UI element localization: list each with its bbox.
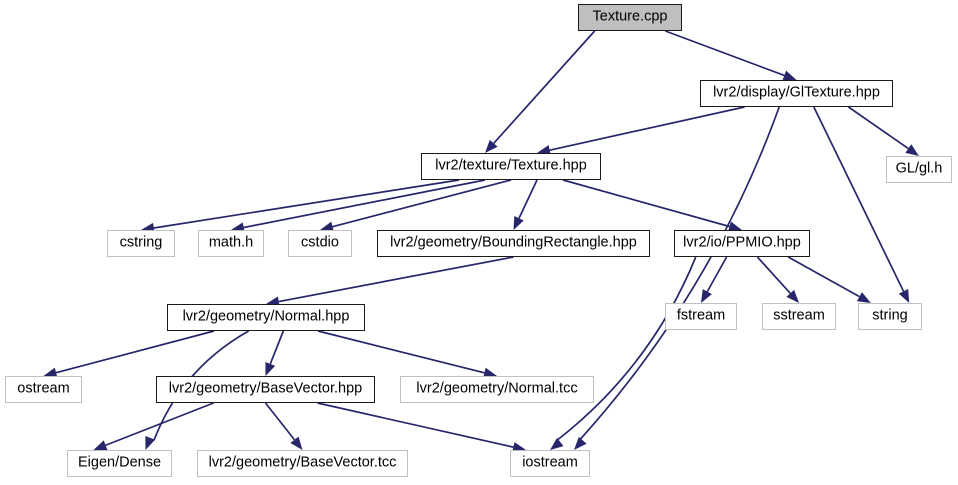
graph-node-normal-hpp[interactable]: lvr2/geometry/Normal.hpp — [167, 304, 365, 331]
graph-node-label: lvr2/io/PPMIO.hpp — [683, 234, 801, 251]
graph-node-gl-gl-h[interactable]: GL/gl.h — [886, 156, 952, 183]
graph-node-label: lvr2/geometry/BaseVector.hpp — [168, 380, 363, 397]
graph-node-basevector-hpp[interactable]: lvr2/geometry/BaseVector.hpp — [156, 376, 375, 403]
graph-node-basevector-tcc[interactable]: lvr2/geometry/BaseVector.tcc — [197, 450, 408, 477]
graph-node-label: lvr2/display/GlTexture.hpp — [713, 84, 880, 101]
graph-node-label: lvr2/geometry/BaseVector.tcc — [208, 454, 397, 471]
graph-node-label: lvr2/texture/Texture.hpp — [435, 157, 587, 174]
graph-node-normal-tcc[interactable]: lvr2/geometry/Normal.tcc — [400, 376, 594, 403]
graph-node-label: math.h — [208, 234, 254, 251]
graph-node-iostream[interactable]: iostream — [510, 450, 590, 477]
graph-node-cstdio[interactable]: cstdio — [288, 230, 352, 257]
graph-node-ppmio-hpp[interactable]: lvr2/io/PPMIO.hpp — [674, 230, 810, 257]
graph-node-math-h[interactable]: math.h — [198, 230, 264, 257]
graph-node-label: iostream — [522, 454, 578, 471]
graph-node-cstring[interactable]: cstring — [107, 230, 175, 257]
graph-node-texture-cpp[interactable]: Texture.cpp — [578, 4, 682, 31]
graph-node-label: fstream — [676, 307, 726, 324]
graph-node-texture-hpp[interactable]: lvr2/texture/Texture.hpp — [421, 153, 601, 180]
graph-node-label: ostream — [17, 380, 70, 397]
graph-node-label: lvr2/geometry/Normal.hpp — [182, 308, 350, 325]
graph-node-label: GL/gl.h — [895, 160, 943, 177]
graph-node-label: lvr2/geometry/BoundingRectangle.hpp — [390, 234, 637, 251]
graph-node-label: Eigen/Dense — [77, 454, 162, 471]
graph-node-boundingrectangle-hpp[interactable]: lvr2/geometry/BoundingRectangle.hpp — [377, 230, 650, 257]
graph-node-label: Texture.cpp — [592, 8, 668, 25]
graph-node-ostream[interactable]: ostream — [5, 376, 82, 403]
graph-node-label: string — [872, 307, 908, 324]
graph-node-fstream[interactable]: fstream — [665, 303, 737, 330]
graph-node-eigen-dense[interactable]: Eigen/Dense — [67, 450, 172, 477]
graph-node-label: cstring — [119, 234, 163, 251]
graph-node-label: lvr2/geometry/Normal.tcc — [416, 380, 578, 397]
graph-node-label: cstdio — [301, 234, 339, 251]
graph-node-gltexture-hpp[interactable]: lvr2/display/GlTexture.hpp — [700, 80, 893, 107]
graph-node-label: sstream — [773, 307, 825, 324]
graph-node-sstream[interactable]: sstream — [762, 303, 836, 330]
graph-node-string[interactable]: string — [858, 303, 922, 330]
